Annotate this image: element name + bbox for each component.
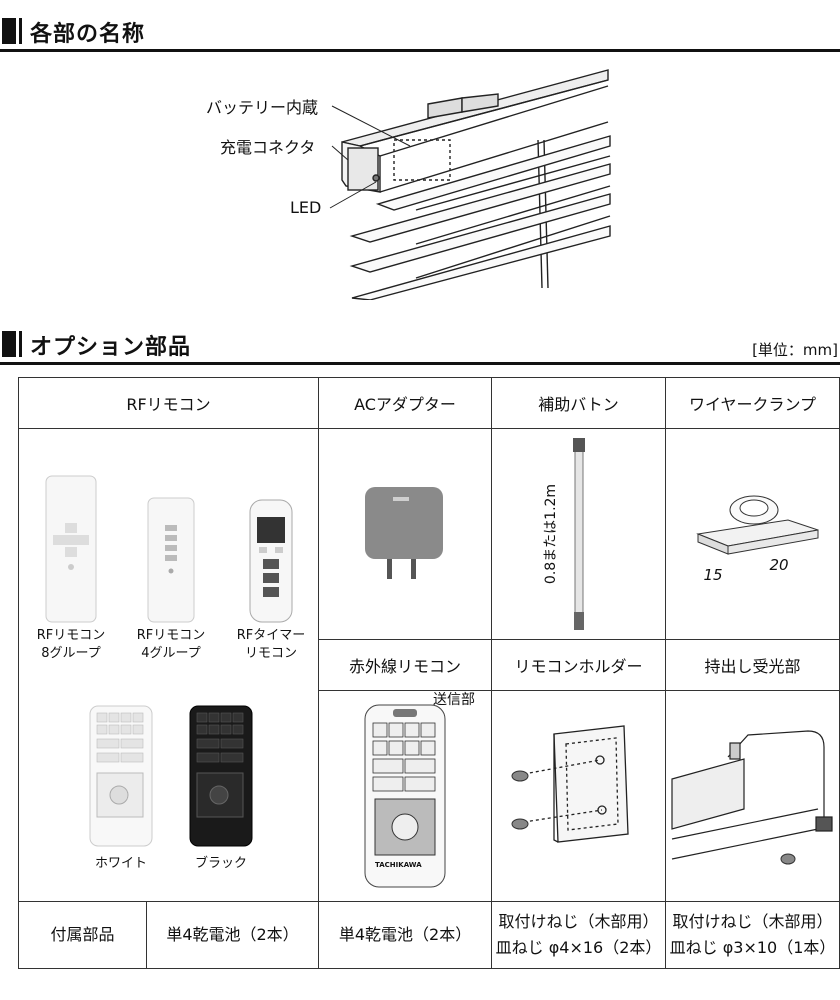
color-black-label: ブラック: [194, 856, 247, 871]
wire-clamp-cell: 15 20: [665, 428, 840, 640]
header-ac-adapter: ACアダプター: [318, 377, 493, 429]
accessory-holder-line2: 皿ねじ φ4×16（2本）: [495, 938, 662, 957]
clamp-dim-b: 20: [769, 556, 789, 574]
ac-adapter-image: [365, 487, 444, 579]
item-variant: 4グループ: [141, 646, 201, 661]
item-name: RFリモコン: [36, 628, 106, 643]
heading-marker-thin: [19, 18, 22, 44]
header-wire-clamp: ワイヤークランプ: [665, 377, 840, 429]
receiver-image: [670, 730, 833, 865]
remote-black-image: [189, 705, 253, 847]
ac-adapter-cell: [318, 428, 493, 640]
item-name: RFタイマー: [236, 628, 306, 643]
rf-remote-8-label: RFリモコン 8グループ: [23, 627, 119, 663]
heading-marker: [2, 331, 16, 357]
headrail-diagram: バッテリー内蔵 充電コネクタ LED: [180, 60, 620, 301]
receiver-cell: [665, 690, 840, 902]
baton-length-label: 0.8または1.2m: [542, 483, 559, 585]
accessory-rf: 単4乾電池（2本）: [145, 901, 320, 969]
remote-white-image: [89, 705, 153, 847]
heading-rule: [0, 362, 840, 365]
accessory-receiver-line2: 皿ねじ φ3×10（1本）: [669, 938, 836, 957]
header-ir-remote: 赤外線リモコン: [318, 639, 493, 691]
ir-remote-cell: 送信部 TACHIKAWA: [318, 690, 493, 902]
clamp-dim-a: 15: [703, 566, 723, 584]
color-white-label: ホワイト: [94, 856, 147, 871]
rf-remote-4-label: RFリモコン 4グループ: [123, 627, 219, 663]
item-variant: リモコン: [244, 646, 297, 661]
section-title: 各部の名称: [30, 22, 146, 47]
rf-remote-cell: RFリモコン 8グループ RFリモコン 4グループ RFタイマー リモコン: [17, 428, 320, 902]
section-title: オプション部品: [30, 335, 192, 360]
header-holder: リモコンホルダー: [491, 639, 667, 691]
headrail-illustration: [329, 69, 611, 301]
section-heading-options: オプション部品 [単位：mm]: [0, 325, 840, 365]
send-label: 送信部: [433, 692, 476, 708]
baton-image: [572, 438, 585, 630]
battery-label: バッテリー内蔵: [206, 98, 319, 117]
accessory-holder-line1: 取付けねじ（木部用）: [498, 912, 659, 931]
accessory-receiver-line1: 取付けねじ（木部用）: [672, 912, 833, 931]
heading-marker: [2, 18, 16, 44]
wire-clamp-image: [695, 495, 819, 555]
connector-label: 充電コネクタ: [220, 138, 316, 157]
rf-timer-label: RFタイマー リモコン: [223, 627, 319, 663]
heading-rule: [0, 49, 840, 52]
accessory-receiver: 取付けねじ（木部用） 皿ねじ φ3×10（1本）: [665, 901, 840, 969]
accessory-label: 付属部品: [18, 901, 147, 969]
item-name: RFリモコン: [136, 628, 206, 643]
baton-cell: 0.8または1.2m: [491, 428, 667, 640]
remote-holder-image: [511, 725, 629, 843]
accessory-ac: 単4乾電池（2本）: [318, 901, 493, 969]
header-receiver: 持出し受光部: [665, 639, 840, 691]
accessory-holder: 取付けねじ（木部用） 皿ねじ φ4×16（2本）: [491, 901, 667, 969]
header-baton: 補助バトン: [491, 377, 667, 429]
unit-label: [単位：mm]: [752, 341, 838, 359]
section-heading-parts: 各部の名称: [0, 12, 840, 52]
brand-label: TACHIKAWA: [375, 861, 422, 869]
item-variant: 8グループ: [41, 646, 101, 661]
heading-marker-thin: [19, 331, 22, 357]
rf-timer-remote-image: [249, 499, 293, 623]
options-table: RFリモコン ACアダプター 補助バトン ワイヤークランプ: [17, 377, 840, 969]
ir-remote-image: [364, 704, 446, 888]
header-rf-remote: RFリモコン: [17, 377, 320, 429]
holder-cell: [491, 690, 667, 902]
rf-remote-8-group-image: [45, 475, 97, 623]
rf-remote-4-group-image: [147, 497, 195, 623]
led-label: LED: [290, 198, 322, 217]
